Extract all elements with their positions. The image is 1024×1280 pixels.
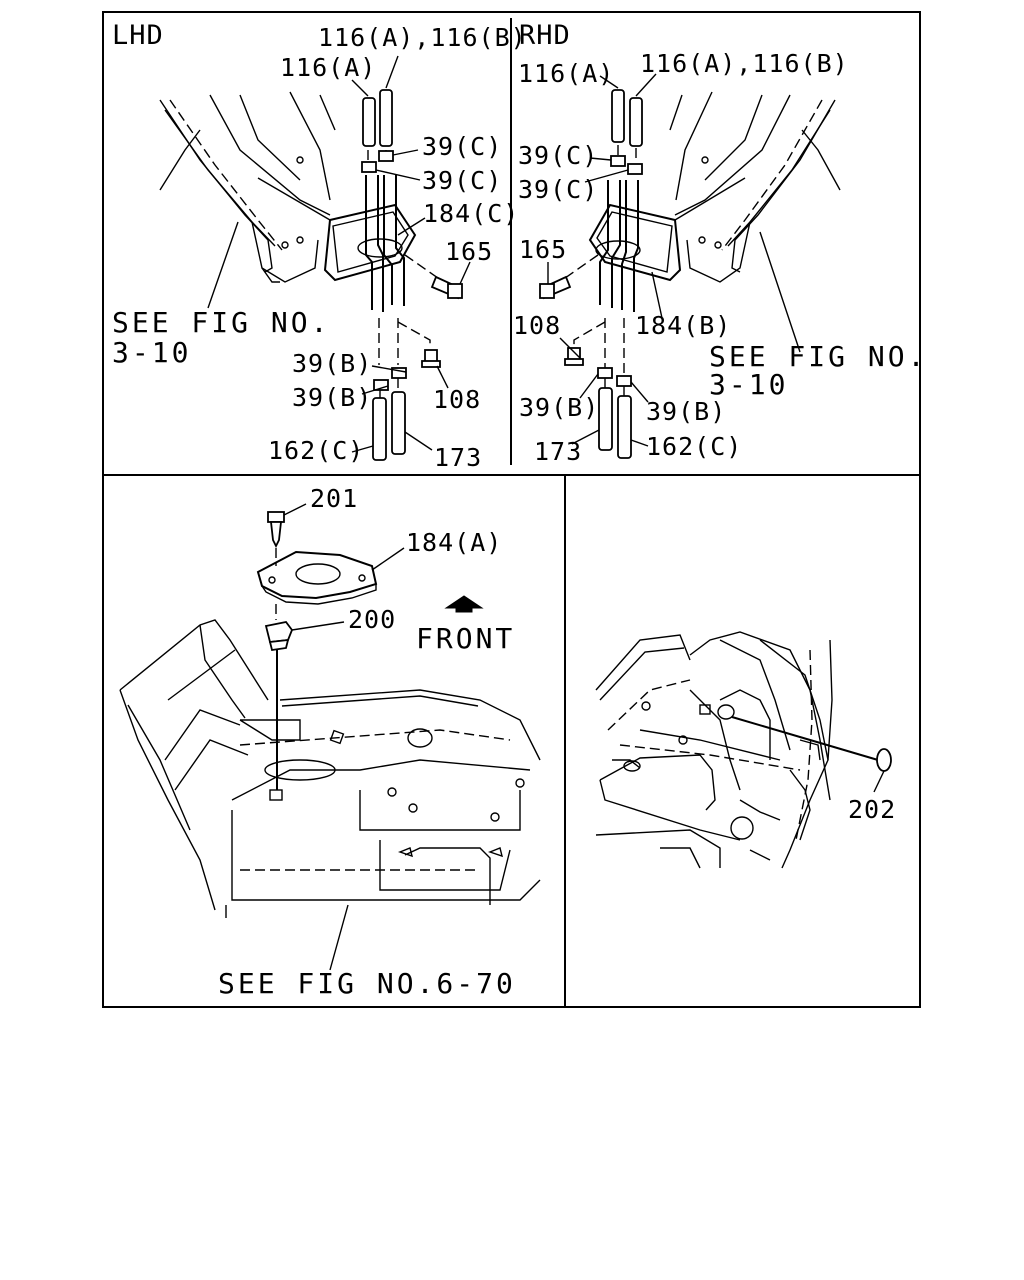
lhd-label-165: 165 xyxy=(445,237,493,266)
rhd-title: RHD xyxy=(519,20,571,51)
plug-view-panel: 202 xyxy=(595,631,896,869)
lhd-label-39c-1: 39(C) xyxy=(422,132,502,161)
bracket-view-leader-lines xyxy=(283,503,405,971)
rhd-bracket-184b xyxy=(588,203,682,282)
rhd-lower-connectors xyxy=(573,318,625,376)
bracket-184a xyxy=(256,550,378,605)
floor-structure xyxy=(119,619,541,918)
plug-202 xyxy=(731,716,892,793)
rhd-label-116ab: 116(A),116(B) xyxy=(640,49,849,78)
rhd-label-39c-2: 39(C) xyxy=(518,175,598,204)
lhd-label-162c: 162(C) xyxy=(268,436,364,465)
rhd-label-see-fig-1: SEE FIG NO. xyxy=(709,340,927,373)
rhd-leader-lines xyxy=(547,73,801,447)
rhd-hose-bends xyxy=(599,180,639,312)
label-184a: 184(A) xyxy=(406,528,502,557)
rhd-bolt-165 xyxy=(539,254,599,300)
label-see-fig-6-70: SEE FIG NO.6-70 xyxy=(218,967,516,1000)
lhd-clip-39c xyxy=(361,150,394,173)
lhd-label-see-fig-2: 3-10 xyxy=(112,336,191,369)
lhd-leader-lines xyxy=(207,55,471,453)
rhd-label-108: 108 xyxy=(513,311,561,340)
lhd-clip-39b xyxy=(373,367,407,398)
lhd-label-116a: 116(A) xyxy=(280,53,376,82)
lhd-label-184c: 184(C) xyxy=(423,199,519,228)
rhd-label-173: 173 xyxy=(534,437,582,466)
rhd-grommet-108 xyxy=(564,347,584,366)
lhd-panel: LHD xyxy=(112,20,527,472)
rhd-label-39b-2: 39(B) xyxy=(646,397,726,426)
rhd-label-see-fig-2: 3-10 xyxy=(709,368,788,401)
lhd-hose-bends xyxy=(365,175,405,312)
label-201: 201 xyxy=(310,484,358,513)
rhd-clip-39c xyxy=(610,155,643,175)
lhd-pillar-structure xyxy=(159,91,336,283)
lhd-lower-connectors xyxy=(378,318,431,365)
rhd-label-162c: 162(C) xyxy=(646,432,742,461)
lhd-label-39b-2: 39(B) xyxy=(292,383,372,412)
wheelhouse-structure xyxy=(595,631,833,869)
lhd-hose-162c-173 xyxy=(372,391,406,461)
lhd-label-108: 108 xyxy=(433,385,481,414)
lhd-label-39b-1: 39(B) xyxy=(292,349,372,378)
rhd-hose-116a-116b-upper xyxy=(611,89,643,162)
lhd-label-116ab: 116(A),116(B) xyxy=(318,23,527,52)
lhd-bolt-165 xyxy=(404,254,463,300)
screw-201 xyxy=(267,511,285,566)
rhd-label-116a: 116(A) xyxy=(518,59,614,88)
front-arrow-icon xyxy=(444,595,484,613)
rhd-label-184b: 184(B) xyxy=(635,311,731,340)
lhd-bracket-184c xyxy=(323,203,417,282)
lhd-label-39c-2: 39(C) xyxy=(422,166,502,195)
lhd-label-see-fig-1: SEE FIG NO. xyxy=(112,306,330,339)
rhd-hose-173-162c xyxy=(598,387,632,459)
label-front: FRONT xyxy=(416,622,515,655)
lhd-title: LHD xyxy=(112,20,164,51)
lhd-label-173: 173 xyxy=(434,443,482,472)
label-202: 202 xyxy=(848,795,896,824)
lhd-grommet-108 xyxy=(421,349,441,368)
rhd-label-165: 165 xyxy=(519,235,567,264)
diagram-frame xyxy=(102,11,921,1008)
rhd-panel: RHD xyxy=(513,20,927,466)
bracket-view-panel: 201 184(A) 200 FRONT SEE FIG NO.6-70 xyxy=(119,484,541,1000)
rhd-label-39b-1: 39(B) xyxy=(519,393,599,422)
lhd-hose-116a-116b-upper xyxy=(362,89,393,162)
label-200: 200 xyxy=(348,605,396,634)
rhd-label-39c-1: 39(C) xyxy=(518,141,598,170)
rhd-clip-39b xyxy=(597,367,632,396)
rhd-pillar-structure xyxy=(669,91,841,283)
